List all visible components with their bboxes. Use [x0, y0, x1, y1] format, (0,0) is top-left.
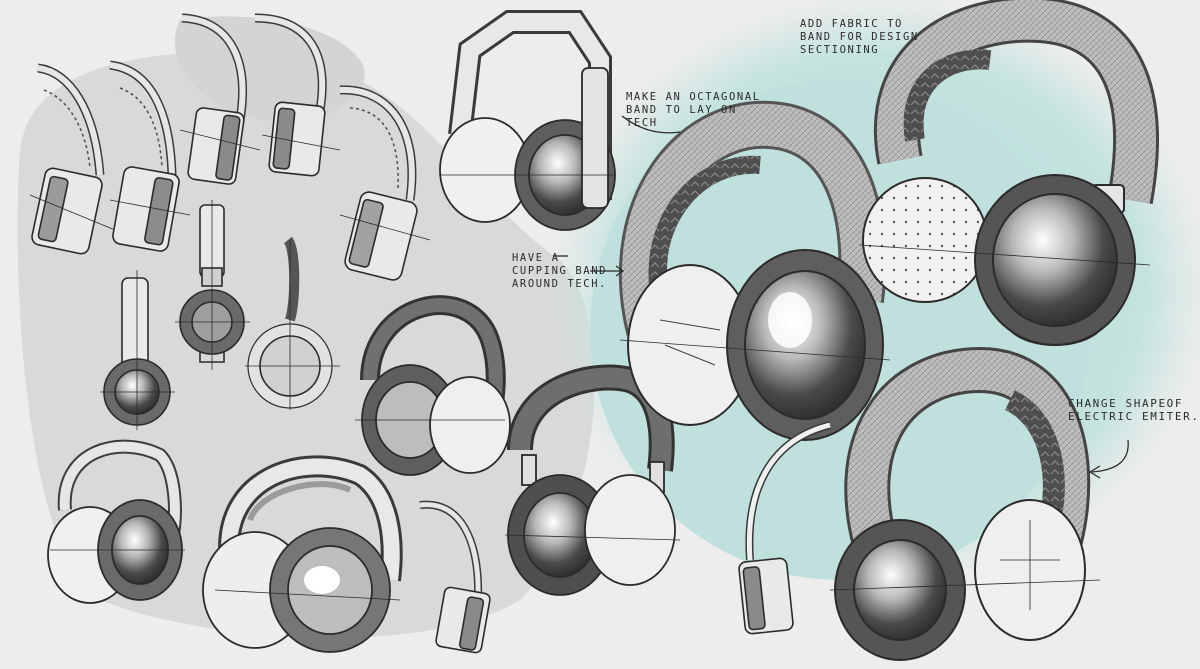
front-sketch-2 [175, 200, 250, 370]
note-line: AROUND TECH. [512, 278, 608, 290]
note-line: CHANGE SHAPEOF [1068, 397, 1184, 410]
note-line: MAKE AN OCTAGONAL [626, 91, 761, 103]
profile-sketch-3 [179, 13, 261, 185]
note-cupping-band: HAVE A CUPPING BAND AROUND TECH. [512, 252, 607, 291]
note-line: ADD FABRIC TO [800, 18, 903, 30]
note-fabric-band: ADD FABRIC TO BAND FOR DESIGN SECTIONING [800, 18, 919, 57]
fabric-band-sketch [859, 0, 1159, 346]
full-sketch-bottom-left [47, 439, 185, 604]
profile-sketch-1 [29, 63, 116, 255]
note-emitter-shape: CHANGE SHAPEOF ELECTRIC EMITER. [1068, 397, 1200, 423]
note-line: BAND TO LAY ON [626, 104, 737, 116]
full-sketch-bottom-center [202, 455, 403, 653]
profile-sketch-bottom [419, 500, 491, 654]
flat-band-sketch [504, 364, 681, 596]
note-octagonal-band: MAKE AN OCTAGONAL BAND TO LAY ON TECH [626, 91, 761, 130]
front-sketch-3 [245, 236, 340, 410]
profile-sketch-4 [254, 13, 341, 177]
note-line: SECTIONING [800, 44, 880, 56]
profile-sketch-2 [109, 60, 191, 252]
profile-sketch-5 [339, 85, 431, 281]
annotation-arrows [553, 115, 1129, 479]
profile-sketch-right [738, 421, 831, 635]
emitter-shape-sketch [829, 346, 1101, 661]
note-line: BAND FOR DESIGN [800, 31, 919, 43]
note-line: CUPPING BAND [512, 265, 608, 277]
octagonal-band-sketch [439, 9, 616, 231]
front-sketch-1 [100, 270, 175, 430]
note-line: HAVE A [512, 252, 560, 264]
cupping-band-sketch [618, 100, 891, 441]
dark-band-sketch [355, 295, 511, 476]
note-line: TECH [626, 117, 658, 129]
note-line: ELECTRIC EMITER. [1068, 410, 1200, 423]
